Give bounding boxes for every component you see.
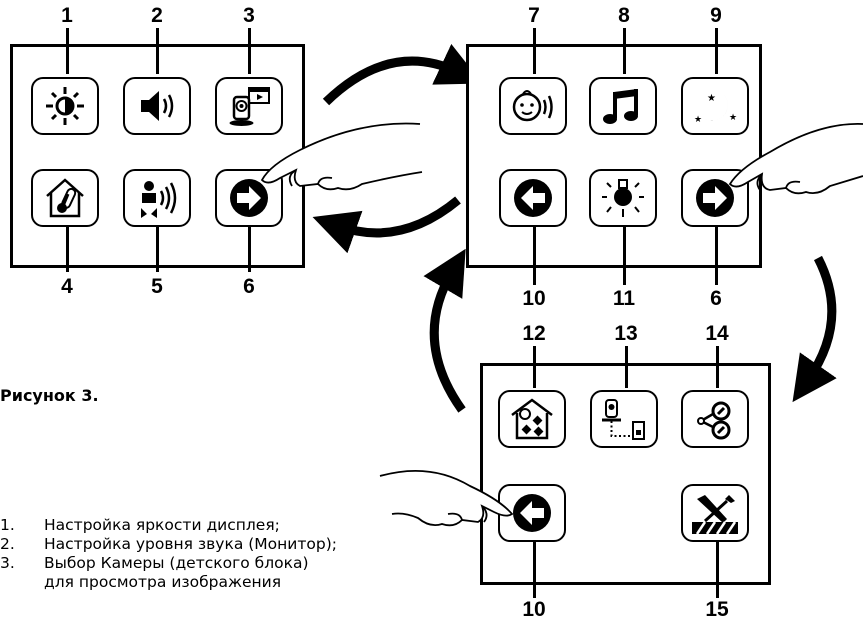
- legend-list: 1. Настройка яркости дисплея; 2. Настрой…: [0, 516, 337, 592]
- callout-number: 5: [151, 275, 163, 298]
- camera-select-button[interactable]: [215, 77, 283, 135]
- pairing-icon: [602, 399, 645, 440]
- volume-button[interactable]: [123, 77, 191, 135]
- menu-screen-1: [10, 44, 305, 268]
- legend-marker: 3.: [0, 554, 15, 572]
- baby-sound-button[interactable]: [123, 169, 191, 227]
- leader-line: [533, 346, 536, 388]
- legend-item: 3. Выбор Камеры (детского блока): [0, 554, 337, 573]
- connection-button[interactable]: [681, 390, 749, 448]
- night-light-icon: ★ ★ ★: [694, 92, 737, 125]
- volume-icon: [141, 91, 174, 121]
- prev-page-button[interactable]: [499, 169, 567, 227]
- menu-screen-2: ★ ★ ★: [466, 44, 762, 268]
- arrow-left-icon: [513, 494, 551, 532]
- legend-text: Настройка уровня звука (Монитор);: [44, 535, 337, 553]
- settings-tools-icon: [692, 495, 738, 535]
- leader-line: [66, 28, 69, 74]
- leader-line: [533, 225, 536, 285]
- leader-line: [715, 225, 718, 285]
- callout-number: 1: [61, 4, 73, 27]
- prev-page-button-2[interactable]: [498, 484, 566, 542]
- lamp-icon: [602, 179, 644, 217]
- next-page-button-2[interactable]: [681, 169, 749, 227]
- figure-caption: Рисунок 3.: [0, 386, 99, 405]
- voice-activation-button[interactable]: [499, 77, 567, 135]
- callout-number: 13: [614, 322, 638, 345]
- leader-line: [533, 540, 536, 598]
- arrow-right-icon: [230, 179, 268, 217]
- voice-activation-icon: [512, 90, 553, 122]
- callout-number: 2: [151, 4, 163, 27]
- next-page-button[interactable]: [215, 169, 283, 227]
- leader-line: [156, 225, 159, 272]
- leader-line: [248, 225, 251, 272]
- cameras-home-icon: [511, 398, 553, 440]
- leader-line: [623, 28, 626, 74]
- legend-text: для просмотра изображения: [44, 573, 282, 591]
- brightness-icon: [46, 87, 84, 125]
- leader-line: [715, 28, 718, 74]
- connection-icon: [697, 401, 731, 440]
- lullaby-button[interactable]: [589, 77, 657, 135]
- callout-number: 11: [612, 287, 636, 310]
- menu-screen-3: [480, 363, 771, 585]
- leader-line: [716, 540, 719, 598]
- arrow-panel3-to-panel2: [423, 248, 466, 413]
- svg-text:★: ★: [707, 93, 716, 104]
- brightness-button[interactable]: [31, 77, 99, 135]
- svg-text:★: ★: [694, 115, 702, 125]
- callout-number: 4: [61, 275, 73, 298]
- svg-text:★: ★: [729, 113, 737, 123]
- legend-marker: [0, 573, 44, 592]
- leader-line: [625, 346, 628, 388]
- leader-line: [156, 28, 159, 74]
- legend-item: 2. Настройка уровня звука (Монитор);: [0, 535, 337, 554]
- callout-number: 7: [528, 4, 540, 27]
- arrow-panel1-to-panel2: [322, 43, 483, 106]
- arrow-left-icon: [514, 179, 552, 217]
- leader-line: [66, 225, 69, 272]
- legend-marker: 2.: [0, 535, 15, 553]
- temperature-button[interactable]: [31, 169, 99, 227]
- callout-number: 3: [243, 4, 255, 27]
- arrow-right-icon: [696, 179, 734, 217]
- callout-number: 9: [710, 4, 722, 27]
- arrow-panel2-to-panel3: [792, 255, 837, 403]
- pairing-button[interactable]: [590, 390, 658, 448]
- camera-select-icon: [229, 87, 270, 126]
- leader-line: [716, 346, 719, 388]
- cameras-home-button[interactable]: [498, 390, 566, 448]
- legend-item: 1. Настройка яркости дисплея;: [0, 516, 337, 535]
- callout-number: 12: [522, 322, 546, 345]
- callout-number: 14: [705, 322, 729, 345]
- lullaby-icon: [603, 89, 638, 124]
- legend-text: Выбор Камеры (детского блока): [44, 554, 309, 572]
- callout-number: 15: [705, 598, 729, 621]
- leader-line: [623, 225, 626, 285]
- leader-line: [248, 28, 251, 74]
- legend-text: Настройка яркости дисплея;: [44, 516, 280, 534]
- callout-number: 10: [522, 287, 546, 310]
- temperature-icon: [46, 178, 84, 218]
- arrow-panel2-to-panel1: [312, 196, 461, 254]
- leader-line: [533, 28, 536, 74]
- baby-sound-icon: [141, 181, 177, 218]
- callout-number: 8: [618, 4, 630, 27]
- legend-marker: 1.: [0, 516, 15, 534]
- callout-number: 6: [243, 275, 255, 298]
- callout-number: 6: [710, 287, 722, 310]
- lamp-button[interactable]: [589, 169, 657, 227]
- callout-number: 10: [522, 598, 546, 621]
- night-light-button[interactable]: ★ ★ ★: [681, 77, 749, 135]
- settings-button[interactable]: [681, 484, 749, 542]
- legend-item: для просмотра изображения: [0, 573, 337, 592]
